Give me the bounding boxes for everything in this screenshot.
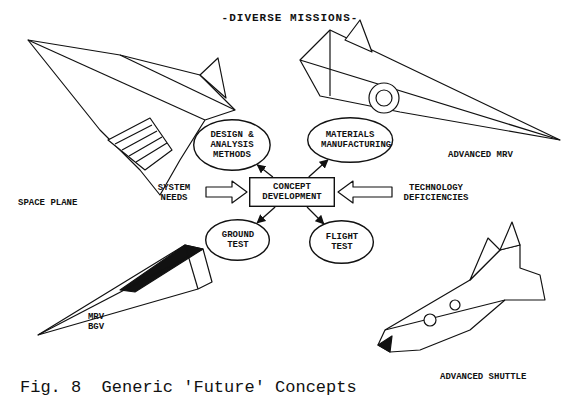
method-ellipse: DESIGN & ANALYSIS METHODS [193, 119, 271, 171]
flow-arrow [257, 207, 275, 223]
figure-label: ADVANCED MRV [448, 150, 538, 160]
process-box: CONCEPT DEVELOPMENT [249, 177, 335, 207]
figure-label: MRV BGV [84, 312, 108, 332]
space-plane-drawing [28, 40, 235, 195]
node-text: FLIGHT TEST [320, 232, 363, 252]
flow-arrow [257, 165, 273, 177]
figure-label: SYSTEM NEEDS [148, 183, 200, 203]
node-text: GROUND TEST [216, 230, 259, 250]
figure-caption: Fig. 8 Generic 'Future' Concepts [20, 378, 357, 398]
node-text: DESIGN & ANALYSIS METHODS [206, 130, 258, 160]
input-arrow [338, 181, 392, 203]
test-ellipse: GROUND TEST [205, 219, 270, 261]
diagram-title: -DIVERSE MISSIONS- [190, 12, 390, 25]
figure-label: SPACE PLANE [18, 198, 108, 208]
figure-label: TECHNOLOGY DEFICIENCIES [396, 183, 476, 203]
node-text: CONCEPT DEVELOPMENT [253, 182, 331, 202]
figure-label: ADVANCED SHUTTLE [440, 372, 550, 382]
input-arrow [206, 181, 247, 203]
method-ellipse: MATERIALS MANUFACTURING [307, 117, 393, 163]
advanced-shuttle-drawing [378, 222, 545, 352]
flow-arrow [307, 207, 324, 224]
flow-arrow [309, 160, 328, 177]
mrv-bgv-drawing [38, 245, 212, 335]
node-text: MATERIALS MANUFACTURING [321, 130, 379, 150]
test-ellipse: FLIGHT TEST [309, 220, 374, 264]
